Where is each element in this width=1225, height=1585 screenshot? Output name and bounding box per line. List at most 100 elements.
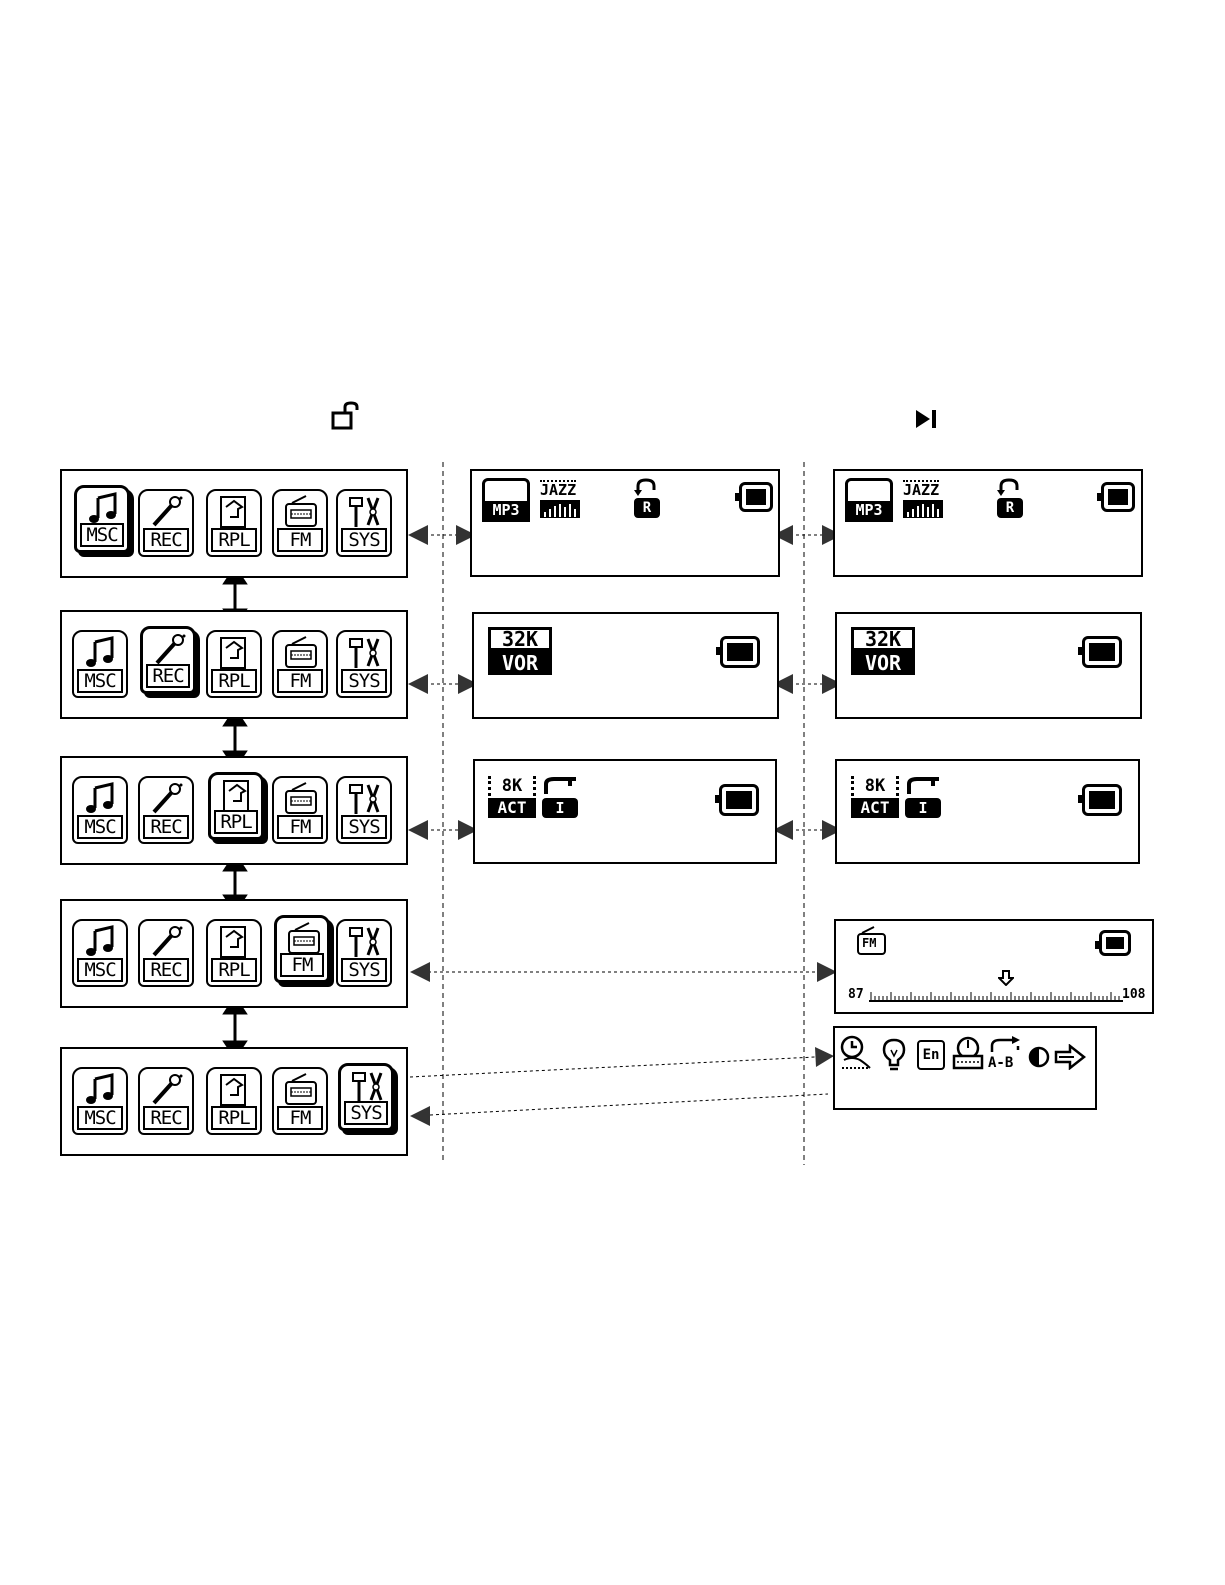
menu-icon-msc[interactable]: MSC (74, 485, 130, 553)
menu-label: REC (143, 528, 189, 552)
menu-icon-rpl[interactable]: RPL (206, 919, 262, 987)
light-bulb-icon (880, 1038, 908, 1072)
fm-pictogram-icon (282, 495, 320, 529)
menu-icon-msc[interactable]: MSC (72, 776, 128, 844)
menu-icon-rec[interactable]: REC (138, 489, 194, 557)
rec-pictogram-icon (148, 495, 186, 529)
repeat-badge: R (997, 498, 1023, 518)
menu-icon-fm[interactable]: FM (274, 915, 330, 983)
menu-icon-msc[interactable]: MSC (72, 630, 128, 698)
menu-label: RPL (214, 810, 258, 834)
fm-pictogram-icon (282, 782, 320, 816)
mode-label: VOR (488, 651, 552, 675)
menu-label: FM (277, 1106, 323, 1130)
mode-label: VOR (851, 651, 915, 675)
menu-label: REC (143, 958, 189, 982)
msc-pictogram-icon (82, 1073, 120, 1107)
sys-pictogram-icon (346, 925, 384, 959)
mode-label: ACT (488, 798, 536, 818)
menu-icon-fm[interactable]: FM (272, 1067, 328, 1135)
rpl-pictogram-icon (216, 636, 254, 670)
rate-label: 32K (488, 627, 552, 651)
menu-label: SYS (344, 1101, 388, 1125)
eq-bars-icon (903, 500, 943, 518)
fm-frequency-scale (869, 988, 1123, 1002)
menu-label: RPL (211, 528, 257, 552)
rec-pictogram-icon (151, 633, 189, 667)
msc-pictogram-icon (82, 636, 120, 670)
menu-icon-fm[interactable]: FM (272, 776, 328, 844)
fm-pointer-icon (998, 970, 1014, 986)
format-label: MP3 (848, 501, 890, 519)
menu-icon-fm[interactable]: FM (272, 630, 328, 698)
mp3-badge: MP3 (482, 478, 530, 522)
loop-badge: I (542, 798, 578, 818)
rec-pictogram-icon (148, 925, 186, 959)
eq-label: JAZZ (903, 480, 939, 498)
menu-label: SYS (341, 958, 387, 982)
menu-icon-sys[interactable]: SYS (336, 919, 392, 987)
menu-label: RPL (211, 958, 257, 982)
rate-label: 32K (851, 627, 915, 651)
exit-arrow-icon (1054, 1044, 1086, 1070)
repeat-icon (632, 478, 662, 496)
rate-label: 8K (851, 776, 899, 796)
menu-label: REC (143, 815, 189, 839)
menu-label: RPL (211, 1106, 257, 1130)
menu-label: MSC (77, 669, 123, 693)
fm-pictogram-icon (285, 922, 323, 956)
menu-icon-rec[interactable]: REC (140, 626, 196, 694)
menu-label: MSC (77, 958, 123, 982)
menu-label: REC (143, 1106, 189, 1130)
battery-icon (1101, 482, 1135, 512)
menu-label: MSC (80, 523, 124, 547)
mp3-badge: MP3 (845, 478, 893, 522)
menu-icon-sys[interactable]: SYS (338, 1063, 394, 1131)
menu-label: FM (280, 953, 324, 977)
mode-label: ACT (851, 798, 899, 818)
loop-icon (542, 776, 578, 796)
rpl-pictogram-icon (216, 495, 254, 529)
sys-pictogram-icon (349, 1070, 387, 1104)
repeat-badge: R (634, 498, 660, 518)
msc-pictogram-icon (85, 492, 123, 526)
menu-row-sys: MSC REC RPL FM SYS (60, 1047, 408, 1156)
menu-label: MSC (77, 1106, 123, 1130)
rec-pictogram-icon (148, 1073, 186, 1107)
menu-row-fm: MSC REC RPL FM SYS (60, 899, 408, 1008)
menu-icon-rpl[interactable]: RPL (206, 489, 262, 557)
sys-pictogram-icon (346, 495, 384, 529)
menu-label: FM (277, 815, 323, 839)
menu-icon-msc[interactable]: MSC (72, 919, 128, 987)
msc-pictogram-icon (82, 925, 120, 959)
eq-label: JAZZ (540, 480, 576, 498)
menu-label: SYS (341, 528, 387, 552)
menu-icon-rpl[interactable]: RPL (208, 772, 264, 840)
language-badge: En (917, 1040, 945, 1070)
repeat-icon (995, 478, 1025, 496)
loop-icon (905, 776, 941, 796)
menu-icon-rec[interactable]: REC (138, 919, 194, 987)
menu-icon-sys[interactable]: SYS (336, 489, 392, 557)
menu-label: RPL (211, 669, 257, 693)
rec-pictogram-icon (148, 782, 186, 816)
menu-row-rpl: MSC REC RPL FM SYS (60, 756, 408, 865)
menu-icon-rec[interactable]: REC (138, 1067, 194, 1135)
fm-pictogram-icon (282, 1073, 320, 1107)
menu-icon-sys[interactable]: SYS (336, 630, 392, 698)
menu-icon-rec[interactable]: REC (138, 776, 194, 844)
battery-icon (1082, 784, 1122, 816)
sys-pictogram-icon (346, 782, 384, 816)
menu-icon-rpl[interactable]: RPL (206, 1067, 262, 1135)
menu-icon-fm[interactable]: FM (272, 489, 328, 557)
menu-icon-msc[interactable]: MSC (72, 1067, 128, 1135)
storage-icon (951, 1036, 985, 1072)
rpl-pictogram-icon (216, 1073, 254, 1107)
menu-icon-sys[interactable]: SYS (336, 776, 392, 844)
battery-icon (739, 482, 773, 512)
ab-label: A-B (988, 1056, 1013, 1070)
sys-pictogram-icon (346, 636, 384, 670)
menu-icon-rpl[interactable]: RPL (206, 630, 262, 698)
battery-icon (720, 636, 760, 668)
